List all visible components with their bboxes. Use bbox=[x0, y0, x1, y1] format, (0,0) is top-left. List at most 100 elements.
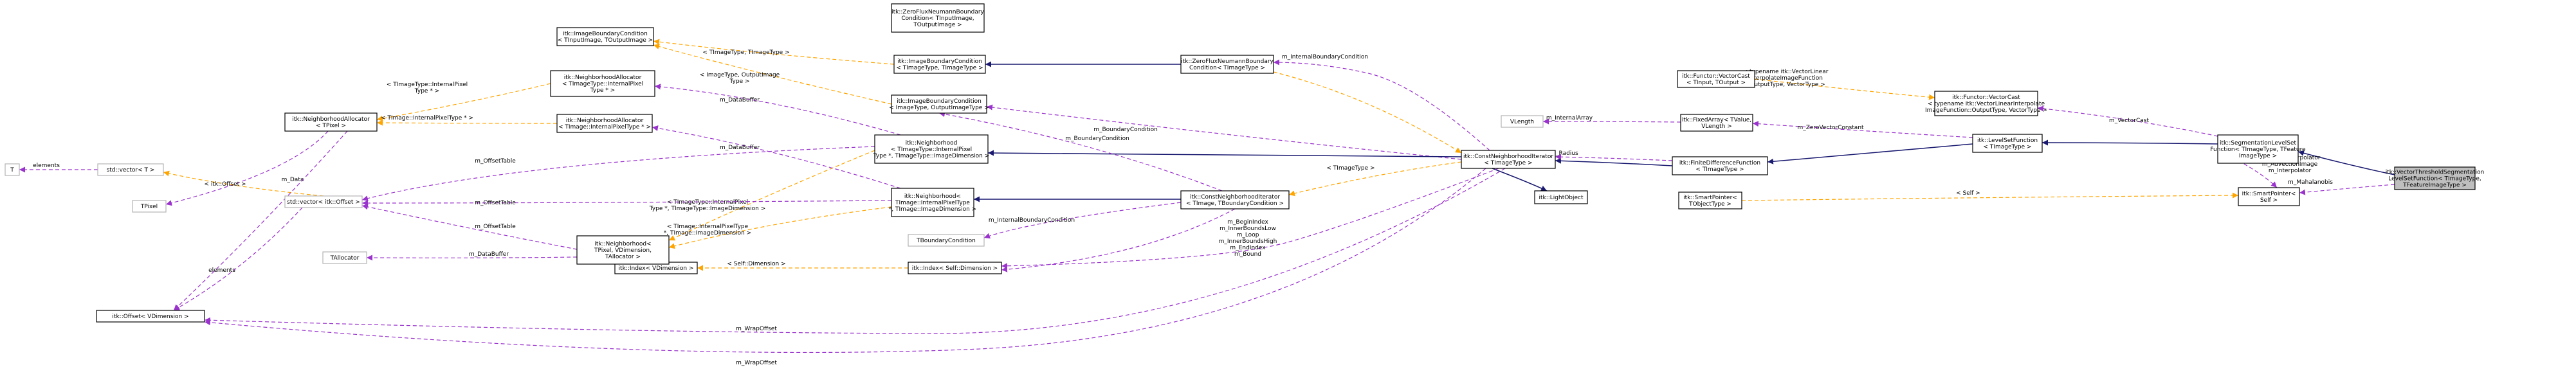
class-node-fixarr[interactable]: itk::FixedArray< TValue,VLength > bbox=[1680, 114, 1753, 132]
class-node-ibc1[interactable]: itk::ImageBoundaryCondition< TInputImage… bbox=[556, 27, 654, 46]
class-name: itk::Neighborhood<TImage::InternalPixelT… bbox=[889, 193, 976, 213]
edge-line-usage bbox=[2299, 184, 2395, 195]
class-name-line: itk::ImageBoundaryCondition bbox=[563, 31, 648, 37]
edge-line-template bbox=[668, 206, 892, 249]
class-node-nbh3[interactable]: itk::Neighborhood<TPixel, VDimension,TAl… bbox=[576, 235, 670, 265]
class-node-offv[interactable]: itk::Offset< VDimension > bbox=[96, 310, 205, 323]
class-name-line: itk::Neighborhood< bbox=[594, 241, 651, 247]
class-name-line: < TPixel > bbox=[316, 123, 346, 129]
edge-label: < TImageType > bbox=[1326, 165, 1375, 172]
class-name-line: < TImage, TBoundaryCondition > bbox=[1186, 200, 1284, 207]
class-node-vcast2[interactable]: itk::Functor::VectorCast< TInput, TOutpu… bbox=[1677, 70, 1755, 88]
edge-label-line: *, TImage::ImageDimension > bbox=[664, 230, 751, 236]
edge-line-usage bbox=[2238, 160, 2278, 188]
class-box bbox=[908, 262, 1002, 274]
edge-line-inherit bbox=[2042, 139, 2218, 146]
edge-label: m_OffsetTable bbox=[475, 200, 516, 206]
class-node-vlength[interactable]: VLength bbox=[1501, 115, 1544, 128]
class-node-na2[interactable]: itk::NeighborhoodAllocator< TImageType::… bbox=[550, 70, 655, 97]
edge-e40: m_Data bbox=[165, 130, 329, 206]
class-name: itk::NeighborhoodAllocator< TPixel > bbox=[292, 116, 370, 129]
edge-e21 bbox=[987, 150, 1462, 157]
class-box bbox=[891, 94, 987, 114]
edge-e41: < itk::Offset > bbox=[163, 170, 324, 197]
edge-label-line: < itk::Offset > bbox=[204, 181, 246, 188]
class-name-line: TAllocator > bbox=[605, 254, 641, 260]
class-node-vect[interactable]: std::vector< T > bbox=[97, 163, 164, 176]
edge-line-usage bbox=[986, 104, 1462, 160]
edge-e15: m_InternalBoundaryCondition bbox=[1273, 54, 1490, 151]
class-node-tbc[interactable]: TBoundaryCondition bbox=[908, 234, 985, 247]
class-name-line: TOutputImage > bbox=[913, 22, 962, 28]
class-node-vcast1[interactable]: itk::Functor::VectorCast< typename itk::… bbox=[1925, 91, 2047, 116]
class-name: TBoundaryCondition bbox=[916, 238, 976, 244]
edge-label-line: InterpolateImageFunction bbox=[1748, 75, 1823, 82]
edge-e3: m_VectorCast bbox=[2037, 105, 2218, 137]
class-name-line: < TImageType::InternalPixel bbox=[562, 81, 643, 87]
class-name-line: itk::ConstNeighborhoodIterator bbox=[1463, 154, 1553, 160]
class-name-line: TObjectType > bbox=[1688, 201, 1731, 208]
edge-label-line: m_ZeroVectorConstant bbox=[1797, 125, 1864, 131]
edge-label: m_VectorCast bbox=[2109, 118, 2149, 124]
class-node-na1[interactable]: itk::NeighborhoodAllocator< TPixel > bbox=[284, 112, 378, 132]
class-node-ibc3[interactable]: itk::ImageBoundaryCondition< ImageType, … bbox=[889, 94, 989, 114]
edge-label-line: < TImageType::InternalPixel bbox=[667, 199, 748, 206]
class-node-spself[interactable]: itk::SmartPointer<Self > bbox=[2238, 187, 2300, 206]
edge-label: < Self::Dimension > bbox=[727, 261, 785, 267]
class-name: itk::FixedArray< TValue,VLength > bbox=[1682, 117, 1751, 130]
class-node-talloc[interactable]: TAllocator bbox=[322, 251, 367, 264]
class-node-idxv[interactable]: itk::Index< VDimension > bbox=[614, 262, 698, 274]
class-node-cni[interactable]: itk::ConstNeighborhoodIterator< TImageTy… bbox=[1461, 150, 1556, 169]
class-box bbox=[1934, 91, 2038, 116]
class-node-cnitb[interactable]: itk::ConstNeighborhoodIterator< TImage, … bbox=[1180, 190, 1290, 209]
class-name-line: itk::Neighborhood bbox=[906, 140, 958, 147]
class-node-fdf[interactable]: itk::FiniteDifferenceFunction< TImageTyp… bbox=[1672, 156, 1768, 175]
class-box bbox=[1180, 190, 1290, 209]
class-node-lsf[interactable]: itk::LevelSetFunction< TImageType > bbox=[1972, 134, 2043, 153]
edge-label-line: < ImageType, OutputImage bbox=[700, 72, 780, 78]
class-node-ibc2[interactable]: itk::ImageBoundaryCondition< TImageType,… bbox=[893, 55, 986, 74]
edge-e6: < Self > bbox=[1741, 190, 2239, 201]
class-name: itk::ConstNeighborhoodIterator< TImage, … bbox=[1186, 194, 1284, 207]
edge-e34: m_OffsetTable bbox=[361, 146, 875, 202]
class-name-line: itk::Index< VDimension > bbox=[619, 265, 694, 272]
edge-label-line: < TImage::InternalPixelType bbox=[667, 224, 749, 230]
class-node-nbh2[interactable]: itk::Neighborhood<TImage::InternalPixelT… bbox=[889, 188, 976, 217]
edge-label-line: Type * > bbox=[414, 88, 439, 94]
class-box bbox=[1677, 70, 1755, 88]
class-node-sptpl[interactable]: itk::SmartPointer<TObjectType > bbox=[1678, 192, 1742, 209]
class-node-na3[interactable]: itk::NeighborhoodAllocator< TImage::Inte… bbox=[556, 114, 653, 133]
class-name-line: itk::Index< Self::Dimension > bbox=[912, 265, 998, 272]
class-node-lightobj[interactable]: itk::LightObject bbox=[1534, 190, 1588, 204]
class-box bbox=[322, 251, 367, 264]
edge-e1 bbox=[2297, 150, 2395, 175]
edge-line-usage bbox=[1001, 168, 1499, 269]
class-name: itk::LightObject bbox=[1539, 195, 1584, 201]
edge-e19: m_BoundaryCondition bbox=[986, 104, 1462, 160]
class-box bbox=[891, 3, 985, 33]
class-node-tnode[interactable]: T bbox=[5, 163, 20, 176]
edge-label: m_Data bbox=[282, 177, 304, 183]
edge-label-line: Type > bbox=[729, 78, 749, 85]
edge-line-usage bbox=[1273, 59, 1490, 151]
class-node-idxself[interactable]: itk::Index< Self::Dimension > bbox=[908, 262, 1002, 274]
edge-label-line: m_DataBuffer bbox=[720, 145, 760, 151]
edge-label-line: m_InternalArray bbox=[1546, 115, 1593, 121]
class-node-nbh1[interactable]: itk::Neighborhood< TImageType::InternalP… bbox=[873, 134, 990, 164]
edge-label: m_OffsetTable bbox=[475, 158, 516, 165]
edge-line-usage bbox=[938, 111, 1223, 192]
class-node-vecoff[interactable]: std::vector< itk::Offset > bbox=[284, 195, 363, 208]
edge-label: m_WrapOffset bbox=[736, 326, 777, 332]
class-node-tpixel[interactable]: TPixel bbox=[132, 200, 167, 213]
